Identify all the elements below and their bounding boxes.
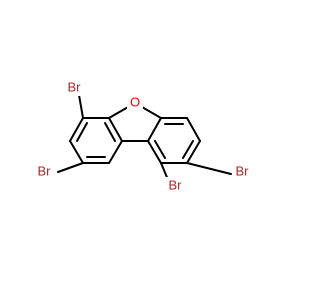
bromine-atom-label: Br — [34, 163, 54, 180]
bond-to-bromine — [57, 162, 84, 173]
bromine-label: Br — [68, 80, 82, 95]
double-bond-inner — [76, 122, 88, 142]
label-background — [34, 163, 54, 180]
label-background — [165, 177, 185, 194]
bromine-atom-label: Br — [64, 79, 84, 96]
bond — [186, 117, 201, 142]
bond — [69, 117, 84, 142]
oxygen-label: O — [130, 95, 140, 110]
double-bond-inner — [182, 140, 194, 159]
bond-to-bromine — [78, 94, 84, 119]
bromine-atom-label: Br — [232, 163, 252, 180]
bond-lines — [57, 94, 232, 188]
bromine-label: Br — [236, 164, 250, 179]
bromine-atom-label: Br — [165, 177, 185, 194]
bond — [108, 140, 123, 164]
label-background — [127, 94, 143, 111]
bromine-label: Br — [169, 178, 183, 193]
bromine-label: Br — [38, 164, 52, 179]
bond — [108, 117, 123, 142]
pentabromodibenzofuran-structure: O Br Br Br Br — [34, 79, 252, 194]
oxygen-atom-label: O — [127, 94, 143, 111]
bond — [69, 140, 84, 164]
label-background — [232, 163, 252, 180]
bond — [186, 140, 201, 164]
label-background — [64, 79, 84, 96]
bond — [147, 140, 162, 164]
bond-to-bromine — [186, 162, 232, 175]
double-bond-inner — [154, 140, 166, 159]
bond — [147, 117, 162, 142]
double-bond-inner — [104, 122, 116, 142]
